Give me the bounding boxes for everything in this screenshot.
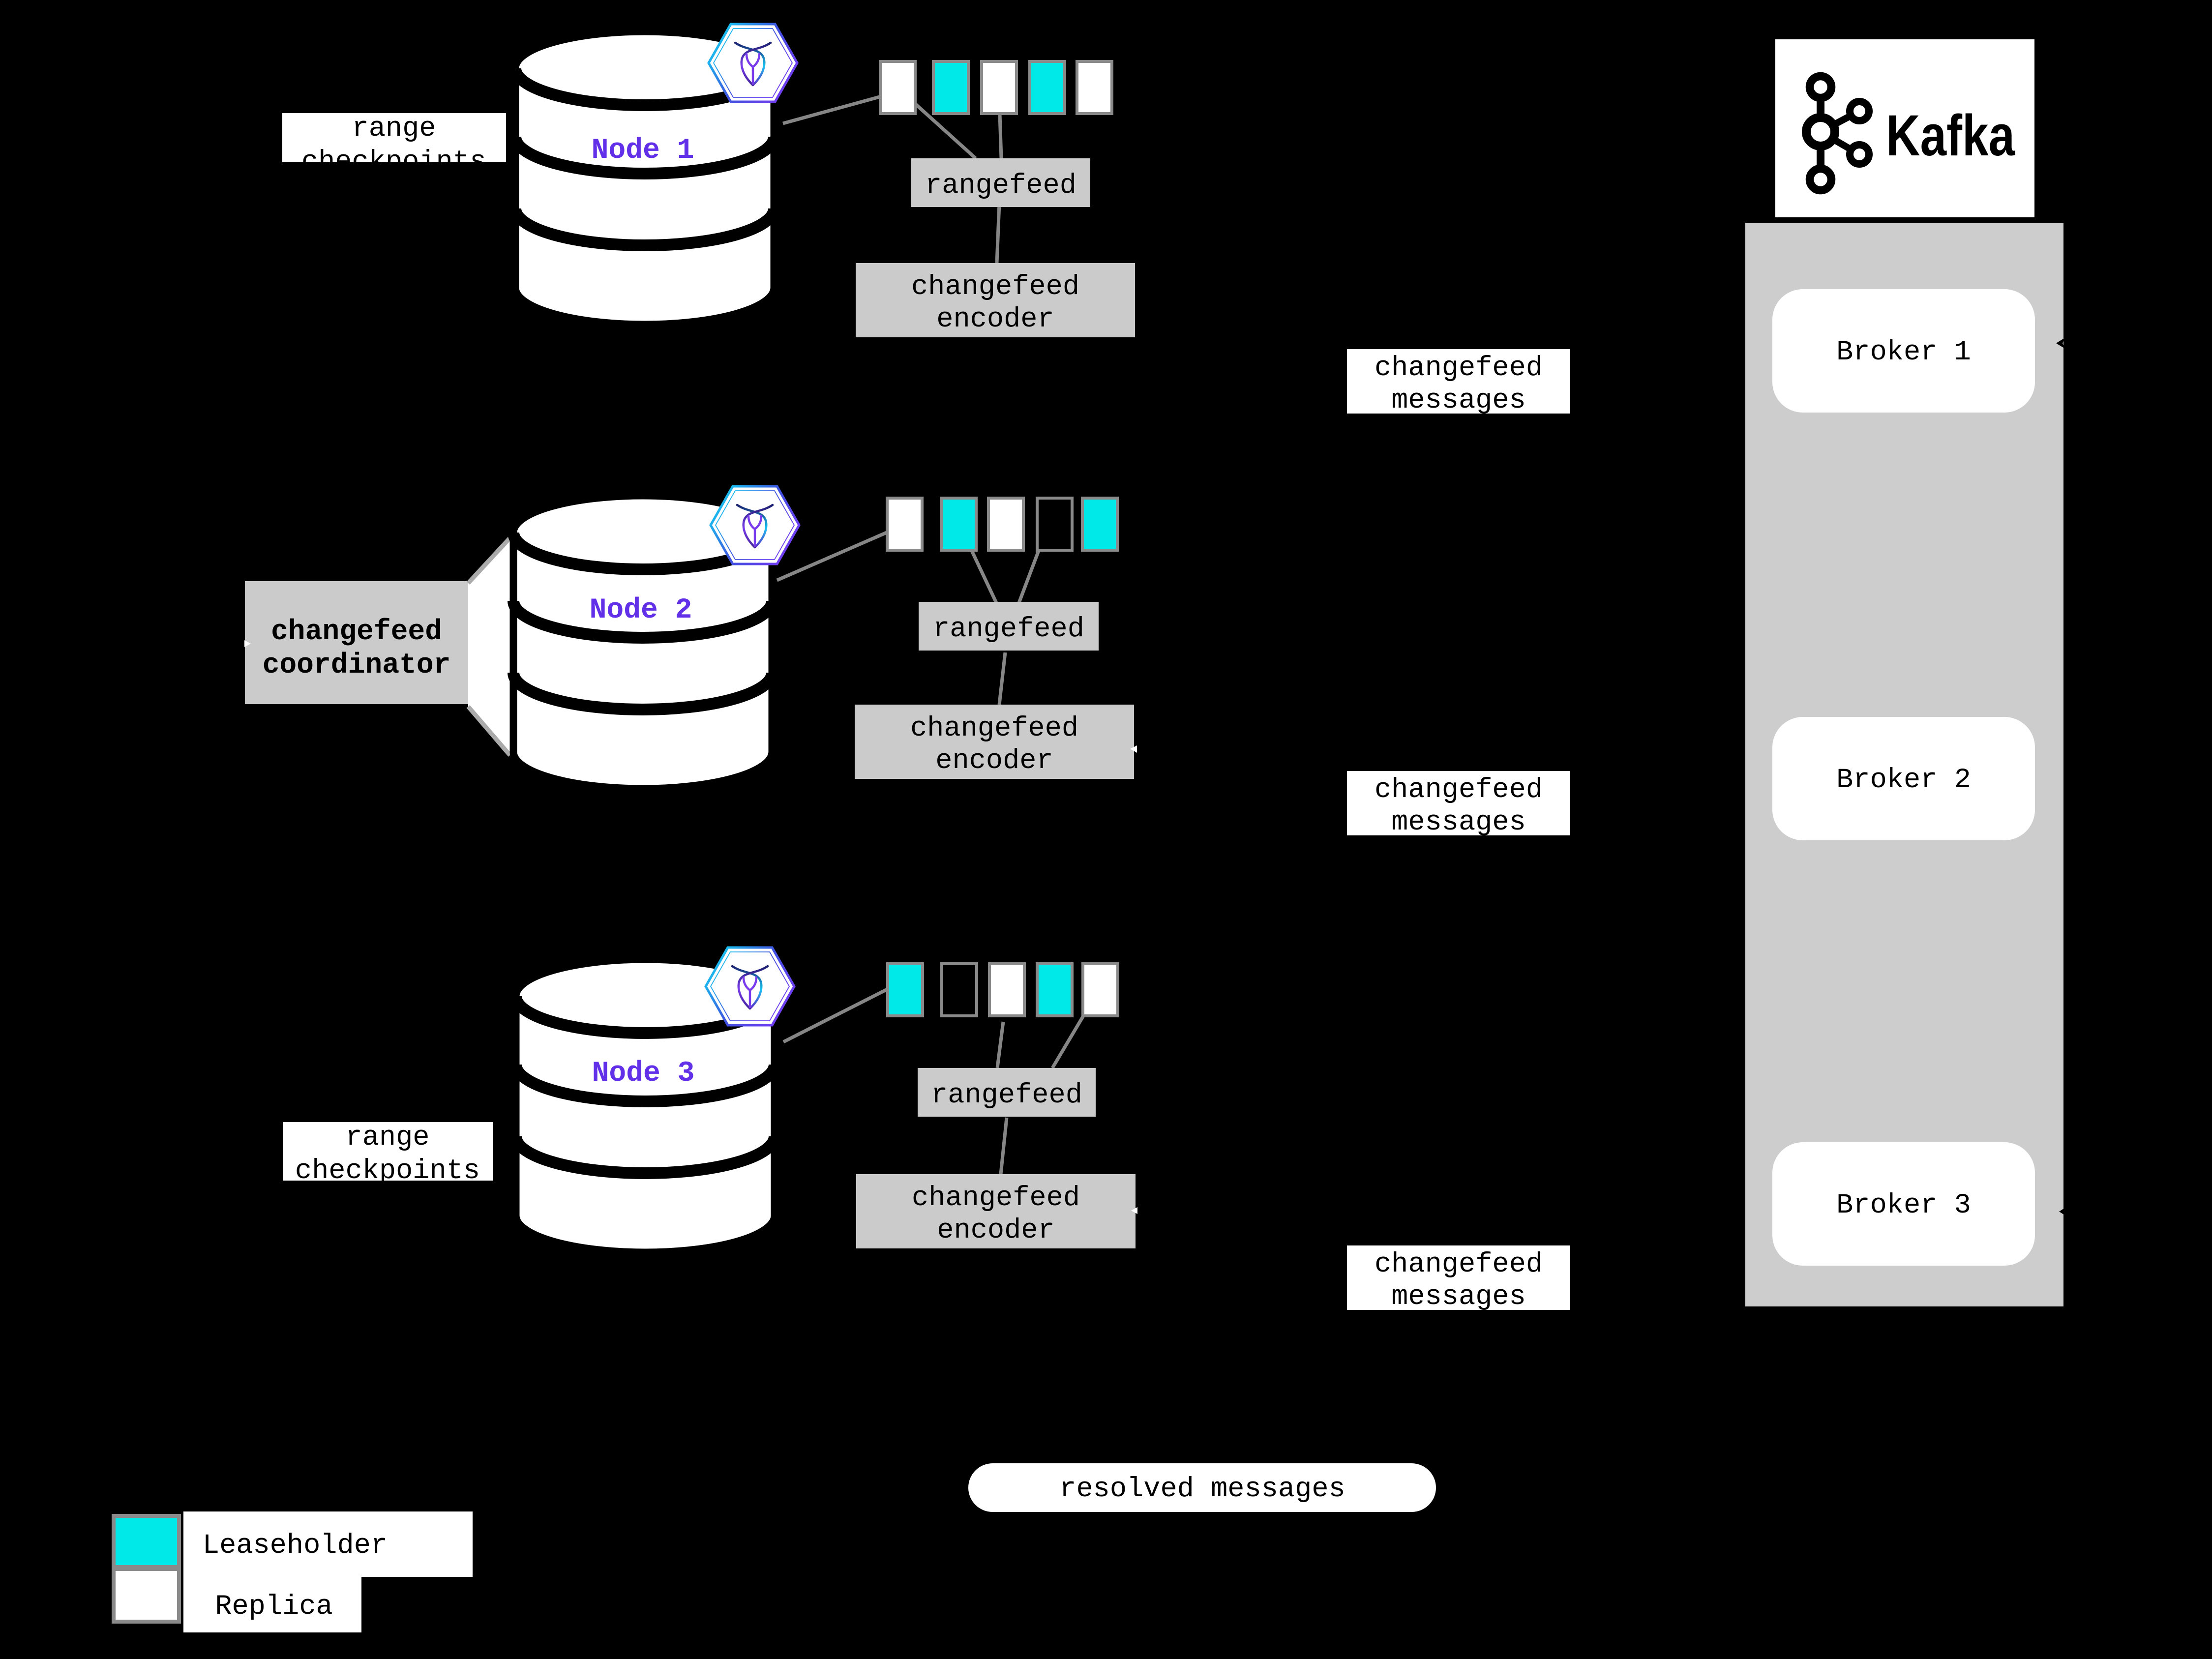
svg-text:Leaseholder: Leaseholder	[203, 1530, 388, 1562]
svg-text:changefeed: changefeed	[1375, 353, 1543, 384]
svg-text:changefeed: changefeed	[910, 713, 1078, 744]
svg-text:Broker 1: Broker 1	[1836, 337, 1971, 368]
svg-text:checkpoints: checkpoints	[295, 1155, 480, 1187]
svg-text:rangefeed: rangefeed	[925, 170, 1076, 202]
svg-text:encoder: encoder	[935, 745, 1053, 777]
svg-text:messages: messages	[1391, 1281, 1526, 1313]
svg-text:range: range	[352, 113, 436, 145]
svg-text:Node 2: Node 2	[590, 594, 692, 626]
svg-text:changefeed: changefeed	[912, 1183, 1080, 1214]
svg-text:range: range	[345, 1122, 429, 1154]
svg-text:checkpoints: checkpoints	[301, 147, 486, 178]
svg-text:Broker 3: Broker 3	[1836, 1190, 1971, 1221]
svg-text:changefeed: changefeed	[911, 271, 1079, 303]
svg-text:Node 1: Node 1	[592, 135, 694, 167]
svg-text:changefeed: changefeed	[1375, 1249, 1543, 1280]
svg-text:messages: messages	[1391, 807, 1526, 838]
svg-text:rangefeed: rangefeed	[933, 614, 1084, 645]
svg-text:encoder: encoder	[937, 1215, 1054, 1246]
svg-text:coordinator: coordinator	[263, 650, 451, 681]
svg-text:Node 3: Node 3	[592, 1058, 695, 1090]
svg-text:Broker 2: Broker 2	[1836, 765, 1971, 796]
svg-text:rangefeed: rangefeed	[931, 1080, 1082, 1111]
svg-text:encoder: encoder	[936, 304, 1054, 335]
svg-text:changefeed: changefeed	[1375, 774, 1543, 806]
svg-text:changefeed: changefeed	[271, 616, 442, 648]
svg-text:resolved messages: resolved messages	[1059, 1474, 1345, 1505]
svg-text:Kafka: Kafka	[1886, 103, 2015, 168]
svg-text:messages: messages	[1391, 385, 1526, 416]
svg-text:Replica: Replica	[215, 1591, 332, 1623]
